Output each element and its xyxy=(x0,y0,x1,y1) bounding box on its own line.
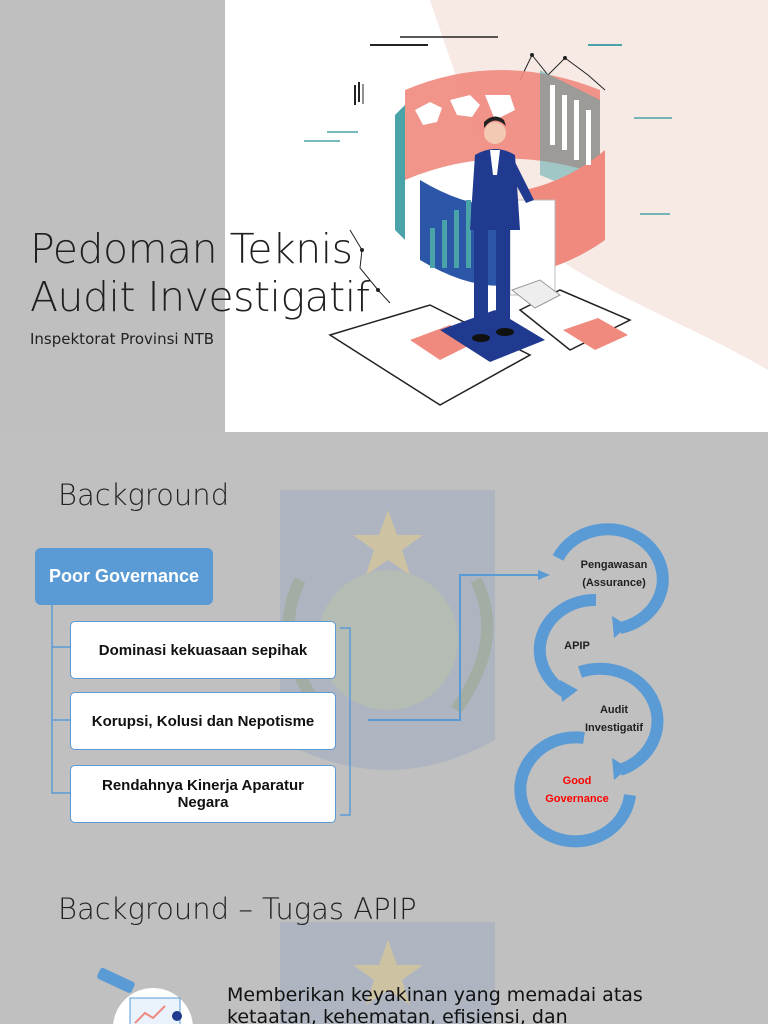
cycle-step-3-line-1: Audit xyxy=(599,704,629,716)
tugas-body-text: Memberikan keyakinan yang memadai atas k… xyxy=(227,984,643,1024)
cause-box-3-text: Rendahnya Kinerja Aparatur Negara xyxy=(102,777,304,811)
cycle-step-1-line-2: (Assurance) xyxy=(582,577,646,589)
cause-box-3: Rendahnya Kinerja Aparatur Negara xyxy=(70,765,336,823)
title-slide: Pedoman Teknis Audit Investigatif Inspek… xyxy=(0,0,768,432)
cause-box-2: Korupsi, Kolusi dan Nepotisme xyxy=(70,692,336,750)
slide1-illustration xyxy=(225,0,768,432)
cycle-step-4-line-1: Good xyxy=(562,775,592,787)
tugas-apip-slide: Background – Tugas APIP Memberikan keyak… xyxy=(0,880,768,1024)
section-heading-2: Background – Tugas APIP xyxy=(58,892,417,926)
slide-title: Pedoman Teknis Audit Investigatif xyxy=(30,225,370,321)
cycle-step-pengawasan: Pengawasan (Assurance) xyxy=(568,556,660,592)
cycle-step-good-governance: Good Governance xyxy=(534,772,620,808)
ntb-emblem-watermark-2 xyxy=(280,922,495,1024)
cycle-step-apip: APIP xyxy=(564,640,590,652)
cycle-step-1-line-1: Pengawasan xyxy=(580,559,648,571)
poor-governance-box: Poor Governance xyxy=(35,548,213,605)
cycle-arrows xyxy=(514,523,669,848)
cycle-step-4-line-2: Governance xyxy=(545,793,609,805)
cause-box-1: Dominasi kekuasaan sepihak xyxy=(70,621,336,679)
section-heading: Background xyxy=(58,478,230,512)
title-line-1: Pedoman Teknis xyxy=(30,225,353,273)
title-line-2: Audit Investigatif xyxy=(30,273,370,321)
background-slide: Background Poor Governance Dominasi keku… xyxy=(0,440,768,880)
cycle-step-audit: Audit Investigatif xyxy=(572,701,656,737)
tree-connectors xyxy=(51,570,550,816)
cycle-step-3-line-2: Investigatif xyxy=(584,722,644,734)
presentation-icon xyxy=(97,968,193,1024)
slide-subtitle: Inspektorat Provinsi NTB xyxy=(30,330,215,348)
